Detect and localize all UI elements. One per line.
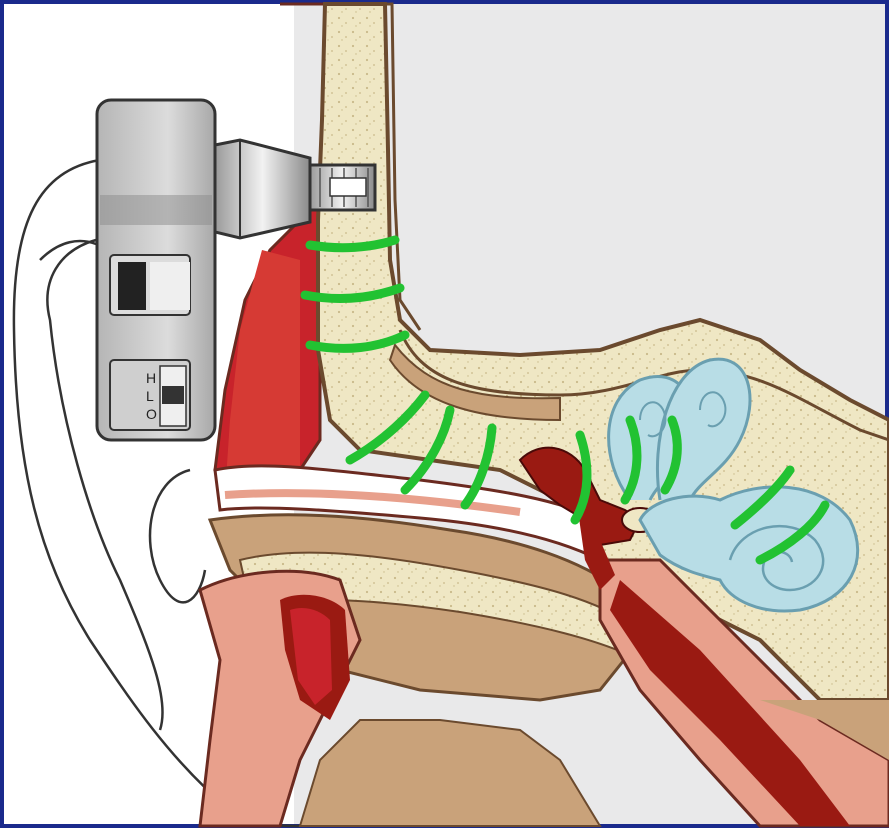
switch-label-l: L <box>146 388 154 404</box>
switch-label-o: O <box>146 406 157 422</box>
switch-label-h: H <box>146 370 156 386</box>
device-battery-slot <box>118 262 146 310</box>
